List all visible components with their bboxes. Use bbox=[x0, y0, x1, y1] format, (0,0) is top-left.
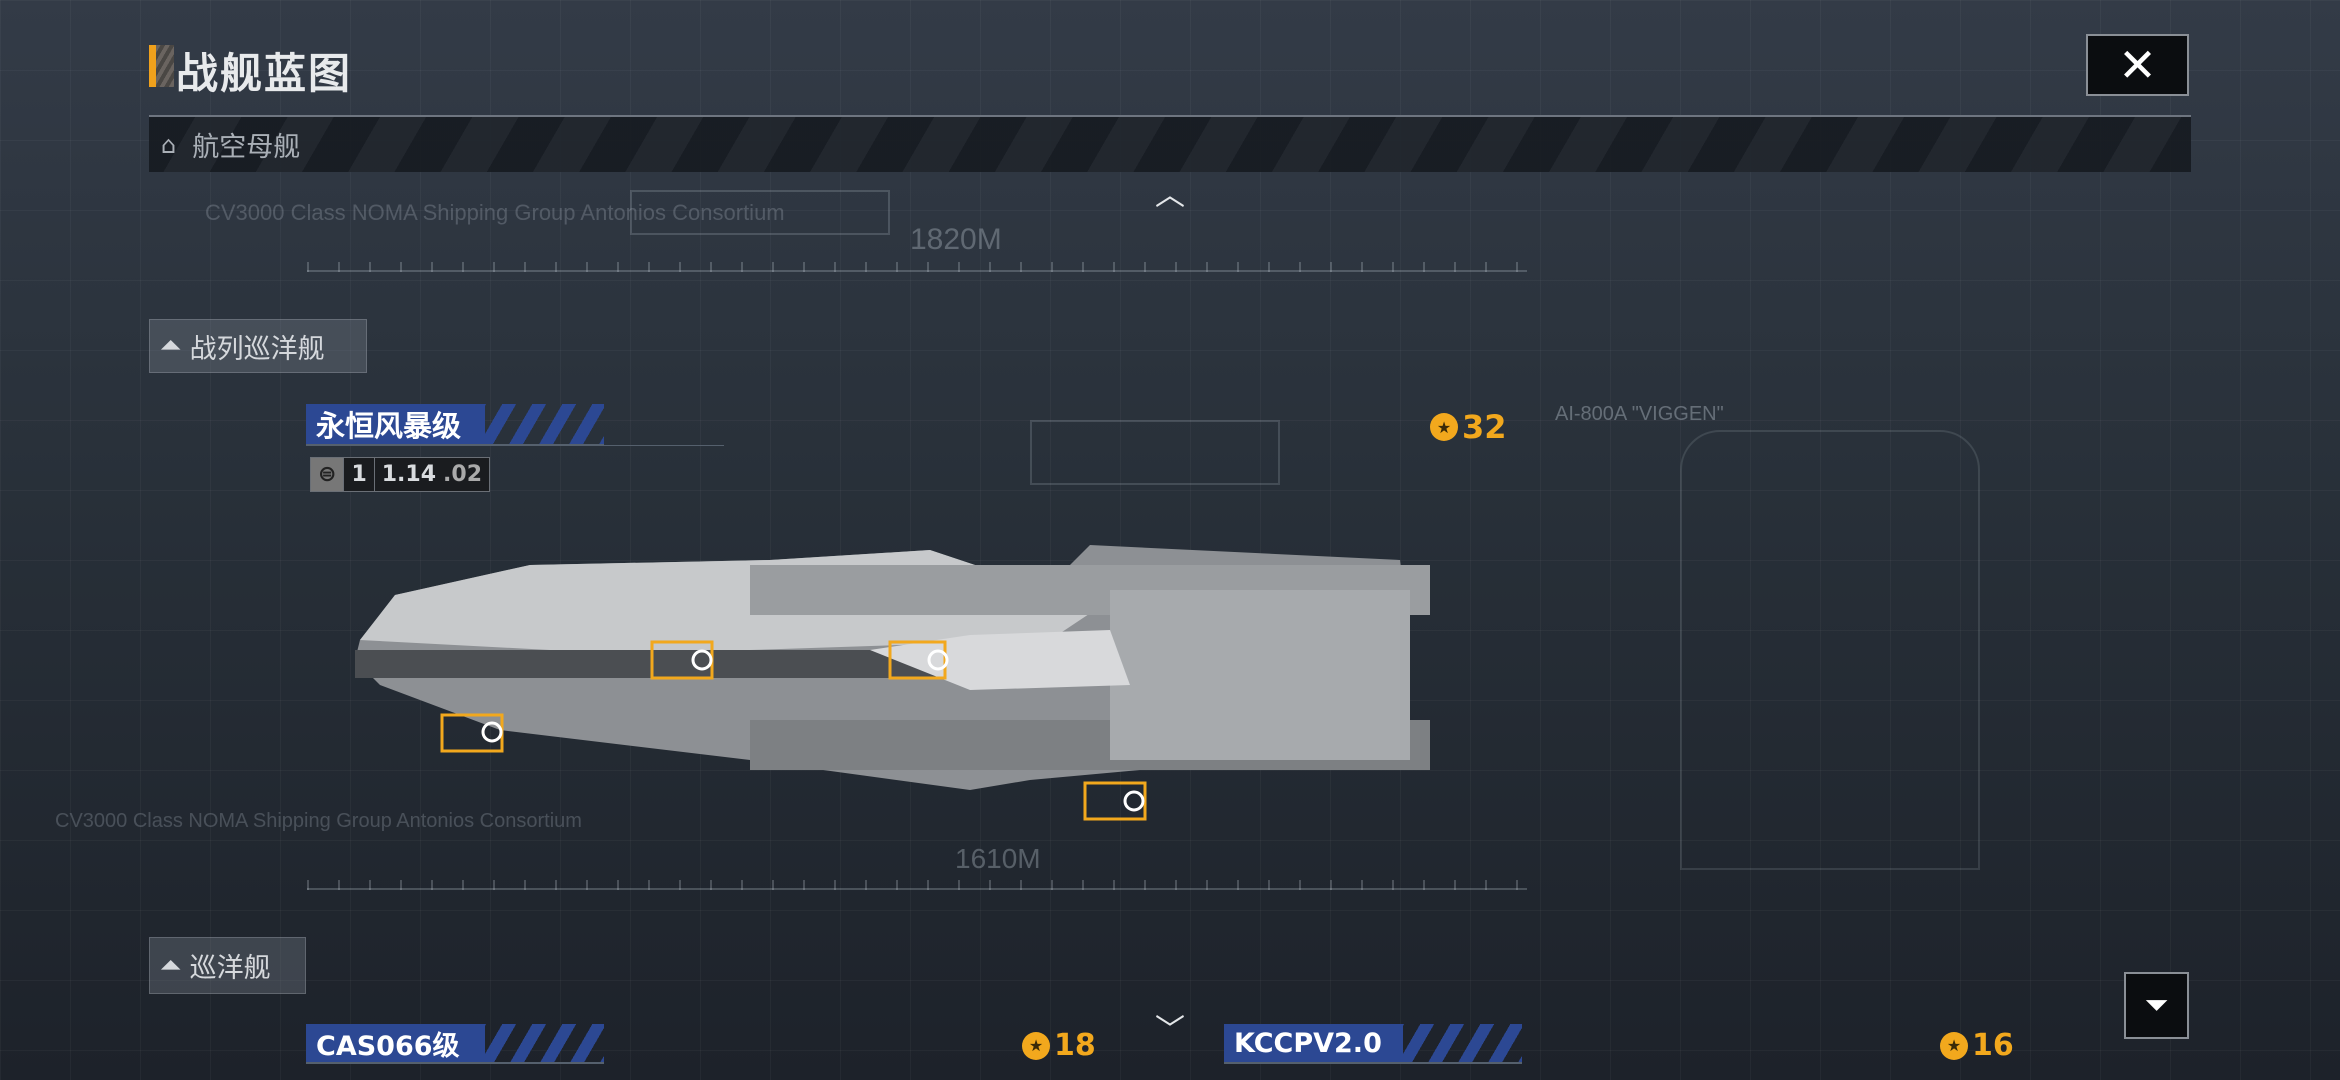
hardpoint-icons[interactable] bbox=[481, 649, 1145, 812]
filter-button[interactable]: ⏷ bbox=[2124, 972, 2189, 1039]
filter-icon: ⏷ bbox=[2144, 988, 2169, 1023]
ship-name: 永恒风暴级 bbox=[316, 409, 462, 443]
cruiser-cost-1: ★ 16 bbox=[1940, 1028, 2014, 1063]
page-title: 战舰蓝图 bbox=[176, 49, 353, 98]
ship-stern bbox=[1110, 590, 1410, 760]
ship-schematic bbox=[1030, 420, 1280, 485]
carrier-length: 1820M bbox=[910, 223, 1002, 256]
cruiser-cost-0: ★ 18 bbox=[1022, 1028, 1096, 1063]
carrier-schematic bbox=[630, 190, 890, 235]
title-hatch bbox=[156, 45, 174, 87]
cost-icon: ★ bbox=[1022, 1031, 1050, 1060]
carrier-desc: CV3000 Class NOMA Shipping Group Antonio… bbox=[205, 200, 785, 225]
category-cruiser-label: 巡洋舰 bbox=[189, 953, 271, 984]
ship-name-banner[interactable]: 永恒风暴级 bbox=[306, 404, 604, 446]
close-icon: ✕ bbox=[2118, 38, 2157, 92]
cruiser-icon: ⏶ bbox=[160, 949, 182, 981]
cruiser-cost-value: 16 bbox=[1972, 1028, 2014, 1063]
globe-gear-icon: ⊜ bbox=[311, 458, 345, 491]
ship-length: 1610M bbox=[955, 843, 1041, 874]
close-button[interactable]: ✕ bbox=[2086, 34, 2189, 96]
hangar-icon: ⌂ bbox=[161, 130, 177, 159]
cruiser-card-0[interactable]: CAS066级 bbox=[306, 1024, 604, 1064]
battlecruiser-icon: ⏶ bbox=[160, 330, 182, 361]
scroll-up-icon[interactable]: ︿ bbox=[1155, 178, 1185, 213]
scroll-down-icon[interactable]: ﹀ bbox=[1155, 1013, 1185, 1048]
carrier-ruler bbox=[307, 262, 1527, 272]
ship-cost: ★ 32 bbox=[1430, 408, 1507, 446]
cruiser-cost-value: 18 bbox=[1054, 1028, 1096, 1063]
category-battlecruiser-label: 战列巡洋舰 bbox=[189, 333, 325, 365]
ship-ruler bbox=[307, 880, 1527, 890]
leader-line bbox=[604, 445, 724, 446]
badge-sub: .02 bbox=[443, 462, 483, 487]
category-carrier[interactable]: ⌂ 航空母舰 bbox=[149, 115, 2191, 172]
cost-icon: ★ bbox=[1430, 413, 1458, 441]
ship-cost-value: 32 bbox=[1462, 408, 1507, 446]
ship-badge-row: ⊜ 1 1.14 .02 bbox=[310, 457, 491, 492]
viggen-label: AI-800A "VIGGEN" bbox=[1555, 403, 1724, 425]
category-carrier-label: 航空母舰 bbox=[192, 132, 301, 163]
ship-bridge bbox=[870, 630, 1130, 690]
ship-desc: CV3000 Class NOMA Shipping Group Antonio… bbox=[55, 810, 582, 832]
ship-model[interactable] bbox=[350, 510, 1480, 830]
cruiser-name: CAS066级 bbox=[316, 1030, 460, 1062]
badge-version: 1.14 bbox=[381, 462, 437, 487]
category-cruiser[interactable]: ⏶ 巡洋舰 bbox=[149, 937, 306, 994]
title-accent-bar bbox=[149, 45, 156, 87]
cruiser-card-1[interactable]: KCCPV2.0 bbox=[1224, 1024, 1522, 1064]
category-battlecruiser[interactable]: ⏶ 战列巡洋舰 bbox=[149, 319, 367, 373]
cruiser-name: KCCPV2.0 bbox=[1234, 1027, 1382, 1059]
cost-icon: ★ bbox=[1940, 1031, 1968, 1060]
badge-level: 1 bbox=[344, 458, 375, 491]
viggen-schematic bbox=[1680, 430, 1980, 870]
